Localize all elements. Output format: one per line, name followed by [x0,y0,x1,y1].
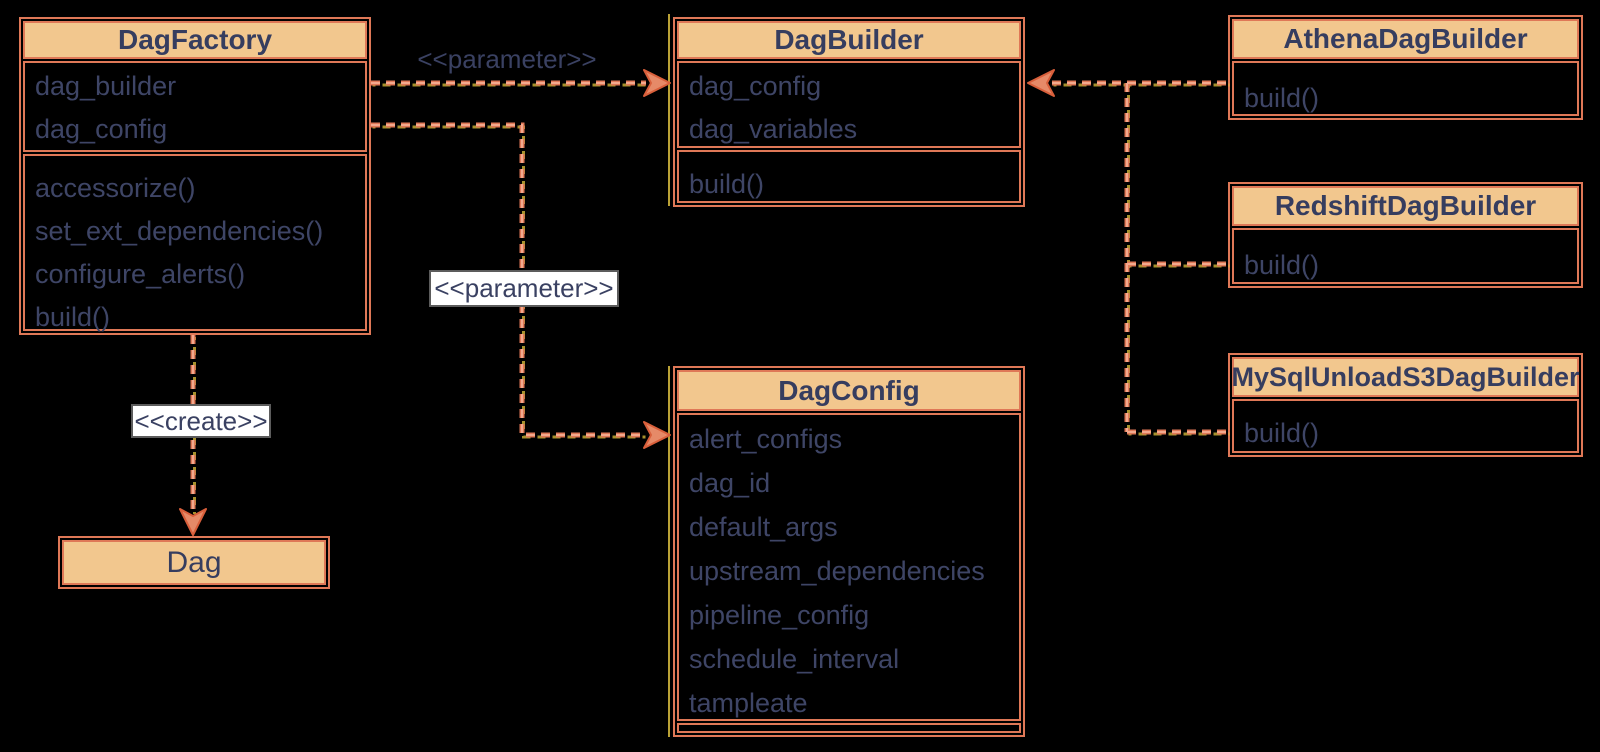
class-mysqlunloads3dagbuilder-title: MySqlUnloadS3DagBuilder [1231,357,1580,397]
class-redshiftdagbuilder-methods: build() [1232,228,1579,284]
attribute: upstream_dependencies [689,556,985,586]
edge-label-parameter-mid: <<parameter>> [429,270,619,307]
attribute: dag_builder [35,71,177,101]
attribute: dag_config [35,114,168,144]
method: build() [1244,250,1320,280]
class-redshiftdagbuilder[interactable]: RedshiftDagBuilder build() [1228,182,1583,288]
edge-subbuilders-halo [1053,83,1230,436]
edge-label-parameter-top: <<parameter>> [417,44,597,74]
class-dagconfig[interactable]: DagConfig alert_configs dag_id default_a… [673,366,1025,737]
class-dagconfig-attributes: alert_configs dag_id default_args upstre… [677,413,1021,721]
class-dag-title: Dag [62,540,326,585]
method: build() [1244,83,1320,113]
class-dagfactory-methods: accessorize() set_ext_dependencies() con… [23,154,367,332]
class-dagfactory-title: DagFactory [23,21,367,59]
arrowhead-into-dagbuilder-left [643,69,671,97]
class-dagfactory-attributes: dag_builder dag_config [23,61,367,152]
attribute: dag_config [689,71,822,101]
attribute: dag_variables [689,114,858,144]
class-dagfactory[interactable]: DagFactory dag_builder dag_config access… [19,17,371,335]
class-athenadagbuilder-methods: build() [1232,61,1579,116]
method: build() [1244,418,1320,448]
halo-line-dagbuilder [668,14,670,206]
method: set_ext_dependencies() [35,216,324,246]
class-dag[interactable]: Dag [58,536,330,589]
attribute: schedule_interval [689,644,900,674]
arrowhead-into-dag [179,508,207,536]
method: accessorize() [35,173,196,203]
class-dagconfig-methods-empty [677,723,1021,733]
class-mysqlunloads3dagbuilder[interactable]: MySqlUnloadS3DagBuilder build() [1228,353,1583,457]
attribute: default_args [689,512,838,542]
class-dagbuilder-methods: build() [677,150,1021,203]
class-athenadagbuilder[interactable]: AthenaDagBuilder build() [1228,15,1583,120]
class-redshiftdagbuilder-title: RedshiftDagBuilder [1232,186,1579,226]
method: build() [35,302,111,332]
class-dagbuilder[interactable]: DagBuilder dag_config dag_variables buil… [673,17,1025,207]
arrowhead-into-dagbuilder-right [1027,69,1055,97]
class-athenadagbuilder-title: AthenaDagBuilder [1232,19,1579,59]
class-dagbuilder-attributes: dag_config dag_variables [677,61,1021,148]
attribute: alert_configs [689,424,843,454]
edge-label-create: <<create>> [131,404,271,438]
halo-line-dagconfig [668,366,670,737]
attribute: tampleate [689,688,808,718]
class-dagconfig-title: DagConfig [677,370,1021,411]
attribute: pipeline_config [689,600,870,630]
class-mysqlunloads3dagbuilder-methods: build() [1232,399,1579,453]
class-dagbuilder-title: DagBuilder [677,21,1021,59]
method: build() [689,169,765,199]
attribute: dag_id [689,468,771,498]
method: configure_alerts() [35,259,246,289]
arrowhead-into-dagconfig [643,421,671,449]
